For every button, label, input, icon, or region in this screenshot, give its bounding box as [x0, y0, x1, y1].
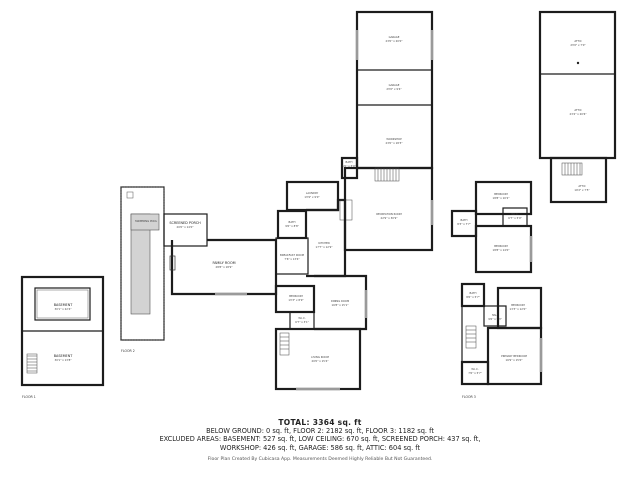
room-dim-attic-3: 19'2" x 7'5" [574, 188, 589, 192]
room-label-recreation: RECREATION ROOM [376, 212, 402, 216]
room-dim-wic-2: 7'6" x 5'7" [468, 371, 482, 375]
floor-2: SWIMMING POOL FLOOR 2 SCREENED PORCH 20'… [120, 10, 434, 391]
total-area: TOTAL: 3364 sq. ft [278, 418, 362, 427]
room-label-workshop: WORKSHOP [386, 137, 402, 141]
floor-3: BEDROOM 18'8" x 10'2" BATH 8'3" x 7'7" W… [450, 180, 543, 399]
room-label-garage-2: GARAGE [389, 83, 400, 87]
room-label-bath-2: BATH [346, 160, 353, 164]
room-label-attic-1: ATTIC [574, 39, 581, 43]
room-dim-garage: 23'0" x 20'0" [386, 39, 403, 43]
room-dim-wic-1: 6'7" x 5'9" [508, 216, 522, 220]
room-dim-attic-1: 23'0" x 7'0" [570, 43, 585, 47]
room-label-wic-2: W.I.C. [471, 367, 478, 371]
room-label-kitchen: KITCHEN [318, 241, 329, 245]
room-label-bedroom-2: BEDROOM [494, 244, 508, 248]
room-label-basement-2: BASEMENT [54, 354, 74, 358]
attic: ATTIC 23'0" x 7'0" ATTIC 23'4" x 20'6" A… [538, 10, 617, 204]
credit-text: Floor Plan Created By Cubicasa App. Meas… [207, 457, 433, 463]
room-dim-family-room: 28'8" x 18'9" [216, 265, 233, 269]
room-dim-screened-porch: 20'0" x 14'0" [177, 225, 194, 229]
room-dim-recreation: 22'9" x 30'9" [381, 216, 398, 220]
floor-2-label: FLOOR 2 [121, 349, 135, 353]
room-label-bedroom-1: BEDROOM [494, 192, 508, 196]
room-label-breakfast: BREAKFAST ROOM [280, 253, 304, 257]
room-label-bedroom: BEDROOM [289, 294, 303, 298]
room-dim-bath-2: 5'0" x 5'0" [342, 164, 356, 168]
room-dim-basement-2: 30'1" x 13'8" [55, 358, 72, 362]
room-label-bath-4: BATH [470, 291, 477, 295]
room-dim-wic: 6'7" x 3'1" [295, 320, 309, 324]
room-label-bedroom-3: BEDROOM [511, 303, 525, 307]
floor-1: BASEMENT 30'1" x 22'4" BASEMENT 30'1" x … [20, 275, 105, 399]
room-dim-bedroom-2: 18'8" x 14'0" [493, 248, 510, 252]
room-label-living: LIVING ROOM [311, 355, 329, 359]
room-dim-bedroom: 13'3" x 8'9" [288, 298, 303, 302]
room-label-primary-bedroom: PRIMARY BEDROOM [501, 354, 527, 358]
room-dim-bedroom-1: 18'8" x 10'2" [493, 196, 510, 200]
room-label-screened-porch: SCREENED PORCH [169, 221, 201, 225]
room-label-attic-2: ATTIC [574, 108, 581, 112]
room-label-garage: GARAGE [389, 35, 400, 39]
room-dim-living: 20'0" x 15'4" [312, 359, 329, 363]
room-dim-workshop: 23'0" x 18'3" [386, 141, 403, 145]
room-label-wic-1: W.I.C. [511, 212, 518, 216]
excluded-areas-line-2: WORKSHOP: 426 sq. ft, GARAGE: 586 sq. ft… [219, 443, 421, 452]
room-label-dining: DINING ROOM [331, 299, 349, 303]
room-dim-bedroom-3: 13'3" x 12'0" [510, 307, 527, 311]
room-dim-breakfast: 7'6" x 13'4" [284, 257, 299, 261]
room-dim-kitchen: 17'7" x 12'9" [316, 245, 333, 249]
room-label-bath: BATH [289, 220, 296, 224]
room-dim-garage-2: 23'0" x 9'4" [386, 87, 401, 91]
room-label-basement: BASEMENT [54, 303, 74, 307]
room-dim-bath-4: 8'6" x 5'7" [466, 295, 480, 299]
floor-plan: BASEMENT 30'1" x 22'4" BASEMENT 30'1" x … [20, 10, 617, 399]
floor-3-label: FLOOR 3 [462, 395, 476, 399]
room-label-hall: HALL [492, 313, 499, 317]
room-label-family-room: FAMILY ROOM [212, 261, 235, 265]
floor-1-label: FLOOR 1 [22, 395, 36, 399]
room-dim-bath: 9'6" x 8'8" [285, 224, 299, 228]
room-dim-attic-2: 23'4" x 20'6" [570, 112, 587, 116]
excluded-areas-line-1: EXCLUDED AREAS: BASEMENT: 527 sq. ft, LO… [159, 435, 481, 444]
room-dim-dining: 16'8" x 15'1" [332, 303, 349, 307]
area-breakdown-line-1: BELOW GROUND: 0 sq. ft, FLOOR 2: 2182 sq… [206, 427, 434, 435]
room-dim-primary-bedroom: 16'9" x 15'0" [506, 358, 523, 362]
room-dim-basement: 30'1" x 22'4" [55, 307, 72, 311]
room-dim-laundry: 13'9" x 9'0" [304, 195, 319, 199]
room-label-wic: W.I.C. [298, 316, 305, 320]
room-dim-bath-3f: 8'3" x 7'7" [457, 222, 471, 226]
room-dim-hall: 9'6" x 5'3" [488, 317, 502, 321]
room-label-laundry: LAUNDRY [306, 191, 319, 195]
room-label-swimming-pool: SWIMMING POOL [135, 219, 158, 223]
room-label-attic-3: ATTIC [578, 184, 585, 188]
area-summary: TOTAL: 3364 sq. ft BELOW GROUND: 0 sq. f… [0, 418, 640, 462]
room-label-bath-3f: BATH [461, 218, 468, 222]
